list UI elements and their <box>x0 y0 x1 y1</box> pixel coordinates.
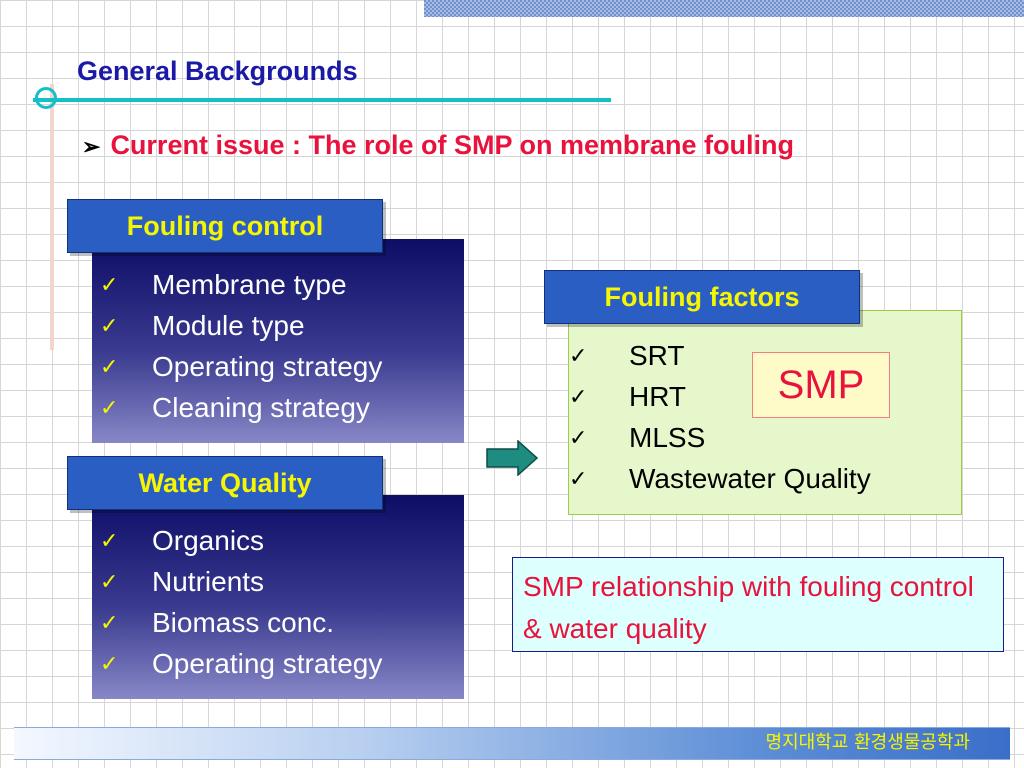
check-icon: ✓ <box>100 313 119 338</box>
list-item: ✓Operating strategy <box>100 346 382 387</box>
list-item: ✓Operating strategy <box>100 643 382 684</box>
list-item: ✓Wastewater Quality <box>569 458 871 499</box>
smp-label-box: SMP <box>752 352 890 418</box>
list-item: ✓Nutrients <box>100 561 382 602</box>
fouling-control-tab: Fouling control <box>67 199 383 253</box>
footer-bar <box>14 727 1010 760</box>
fouling-control-panel: ✓Membrane type ✓Module type ✓Operating s… <box>92 239 464 443</box>
check-icon: ✓ <box>100 354 119 379</box>
subtitle-row: ➢ Current issue : The role of SMP on memb… <box>82 130 794 161</box>
check-icon: ✓ <box>569 384 588 409</box>
check-icon: ✓ <box>100 610 119 635</box>
vertical-accent-line <box>50 84 54 350</box>
footer-affiliation: 명지대학교 환경생물공학과 <box>765 732 970 753</box>
check-icon: ✓ <box>100 395 119 420</box>
check-icon: ✓ <box>569 466 588 491</box>
list-item: ✓HRT <box>569 376 871 417</box>
check-icon: ✓ <box>100 528 119 553</box>
title-underline <box>33 98 611 102</box>
check-icon: ✓ <box>569 343 588 368</box>
subtitle-text: Current issue : The role of SMP on membr… <box>110 130 795 160</box>
list-item: ✓Cleaning strategy <box>100 387 382 428</box>
bullet-arrow-icon: ➢ <box>82 134 101 159</box>
block-right-arrow-icon <box>486 440 538 476</box>
slide-title: General Backgrounds <box>77 56 358 86</box>
fouling-control-list: ✓Membrane type ✓Module type ✓Operating s… <box>100 264 382 428</box>
check-icon: ✓ <box>100 569 119 594</box>
water-quality-tab: Water Quality <box>67 456 383 510</box>
water-quality-list: ✓Organics ✓Nutrients ✓Biomass conc. ✓Ope… <box>100 520 382 684</box>
check-icon: ✓ <box>100 651 119 676</box>
smp-relationship-note: SMP relationship with fouling control & … <box>512 557 1004 652</box>
top-decor-band <box>424 0 1024 17</box>
check-icon: ✓ <box>569 425 588 450</box>
fouling-factors-list: ✓SRT ✓HRT ✓MLSS ✓Wastewater Quality <box>569 335 871 499</box>
list-item: ✓Module type <box>100 305 382 346</box>
water-quality-panel: ✓Organics ✓Nutrients ✓Biomass conc. ✓Ope… <box>92 495 464 699</box>
list-item: ✓SRT <box>569 335 871 376</box>
list-item: ✓Biomass conc. <box>100 602 382 643</box>
fouling-factors-tab: Fouling factors <box>544 270 860 324</box>
list-item: ✓Organics <box>100 520 382 561</box>
list-item: ✓Membrane type <box>100 264 382 305</box>
fouling-factors-panel: ✓SRT ✓HRT ✓MLSS ✓Wastewater Quality <box>568 310 962 515</box>
list-item: ✓MLSS <box>569 417 871 458</box>
check-icon: ✓ <box>100 272 119 297</box>
circle-ornament <box>35 87 57 109</box>
